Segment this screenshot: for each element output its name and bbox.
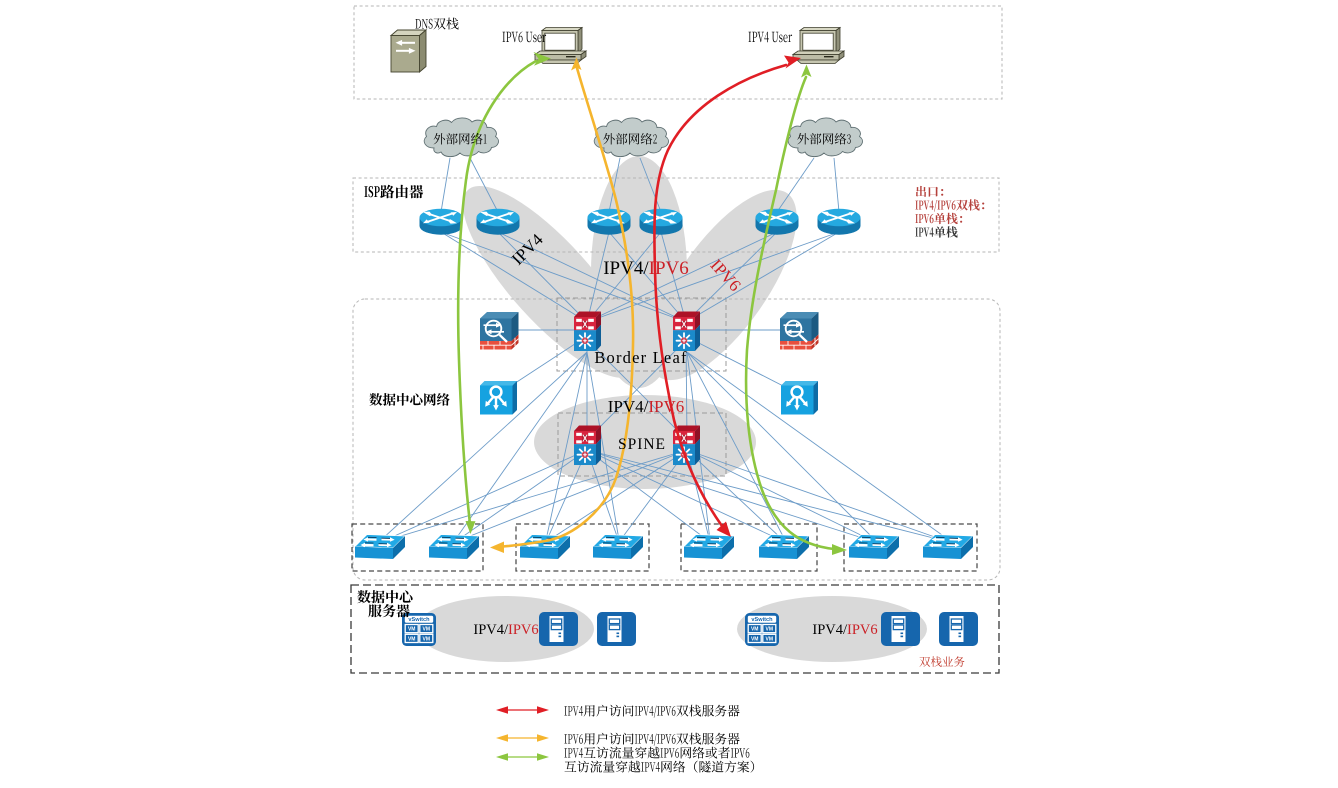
svg-text:IPV4/IPV6: IPV4/IPV6 [608, 397, 685, 416]
svg-text:IPV4/IPV6: IPV4/IPV6 [473, 622, 538, 638]
svg-text:IPV4/IPV6: IPV4/IPV6 [812, 622, 877, 638]
svg-text:IPV4/IPV6: IPV4/IPV6 [603, 258, 689, 279]
svg-text:Border Leaf: Border Leaf [594, 348, 687, 367]
svg-text:SPINE: SPINE [618, 436, 666, 453]
